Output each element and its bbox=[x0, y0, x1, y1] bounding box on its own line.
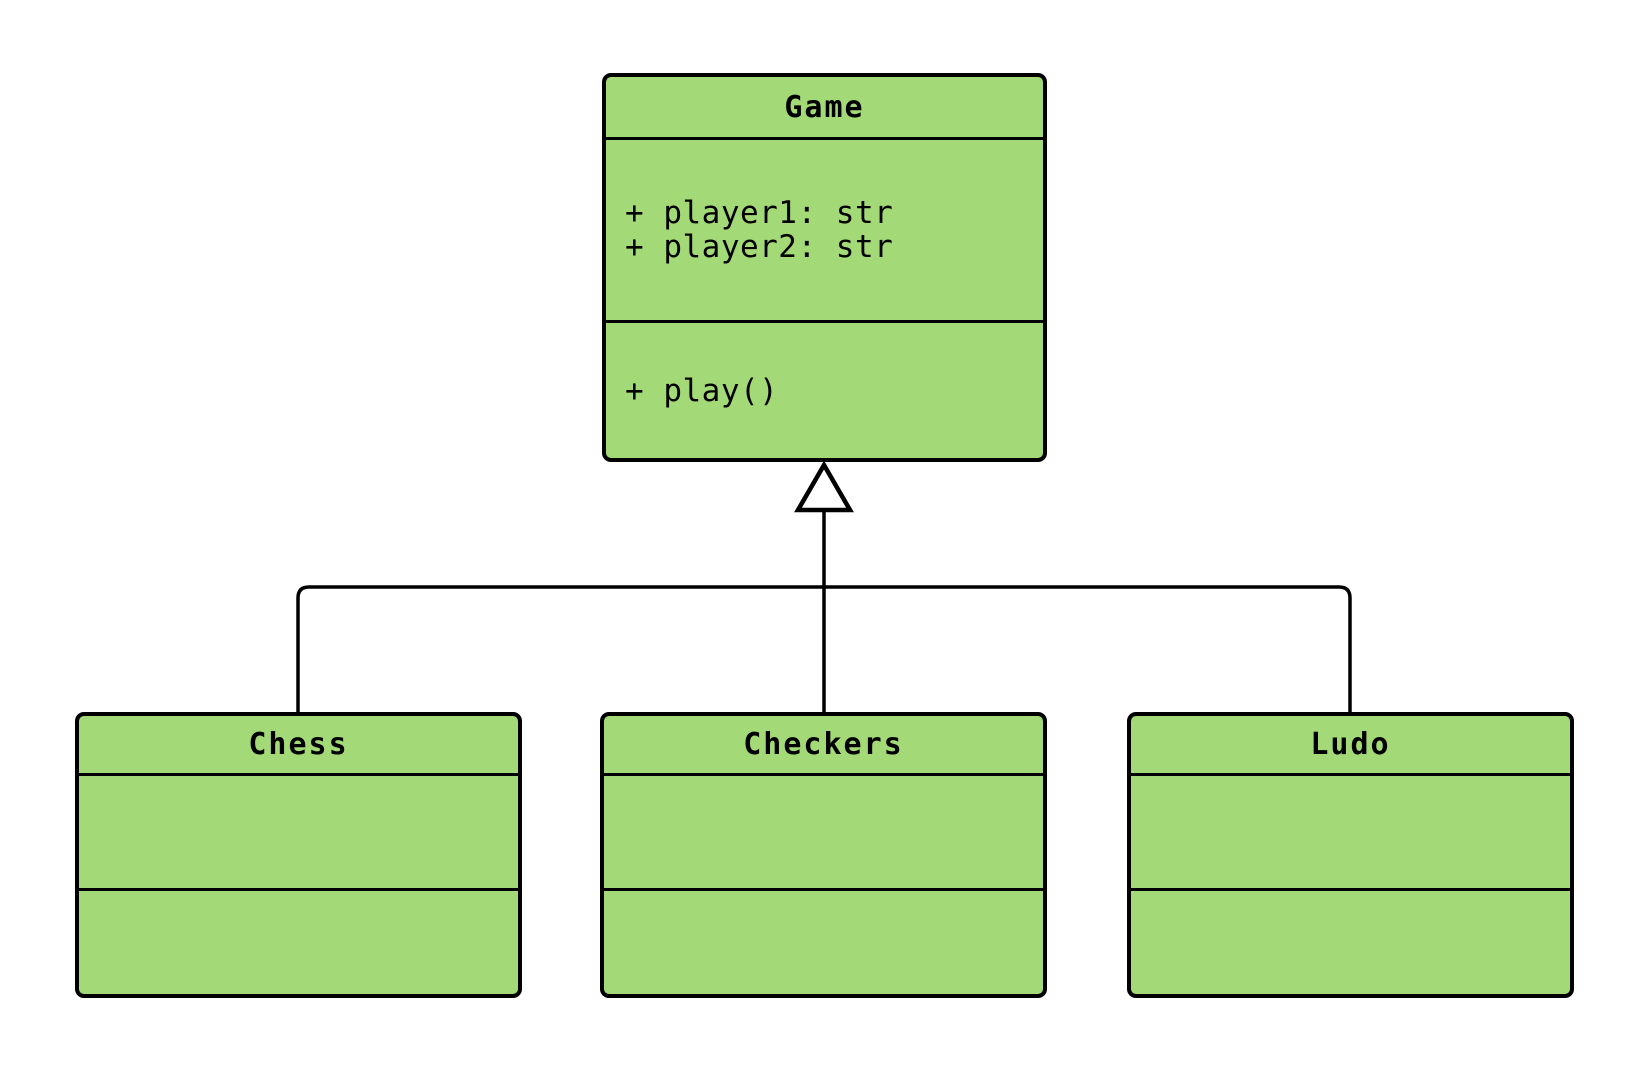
class-attribute: + player1: str bbox=[625, 195, 894, 231]
class-title-chess: Chess bbox=[248, 727, 349, 762]
class-title-checkers: Checkers bbox=[743, 727, 904, 762]
class-box-checkers: Checkers bbox=[600, 712, 1047, 998]
class-methods-section-game: + play() bbox=[606, 320, 1043, 458]
inheritance-arrow-head-icon bbox=[794, 460, 854, 513]
class-methods-section-checkers bbox=[604, 888, 1043, 994]
class-methods-section-chess bbox=[79, 888, 518, 994]
connector-elbow-path bbox=[296, 585, 1352, 712]
class-method: + play() bbox=[625, 372, 779, 409]
class-attributes-section-ludo bbox=[1131, 773, 1570, 888]
class-attributes-section-chess bbox=[79, 773, 518, 888]
class-methods-section-ludo bbox=[1131, 888, 1570, 994]
class-attribute: + player2: str bbox=[625, 229, 894, 265]
class-box-game: Game + player1: str + player2: str + pla… bbox=[602, 73, 1047, 462]
class-box-ludo: Ludo bbox=[1127, 712, 1574, 998]
class-title-ludo: Ludo bbox=[1310, 727, 1391, 762]
class-box-chess: Chess bbox=[75, 712, 522, 998]
class-attributes-section-game: + player1: str + player2: str bbox=[606, 137, 1043, 320]
class-title-game: Game bbox=[784, 89, 865, 125]
class-attributes-section-checkers bbox=[604, 773, 1043, 888]
